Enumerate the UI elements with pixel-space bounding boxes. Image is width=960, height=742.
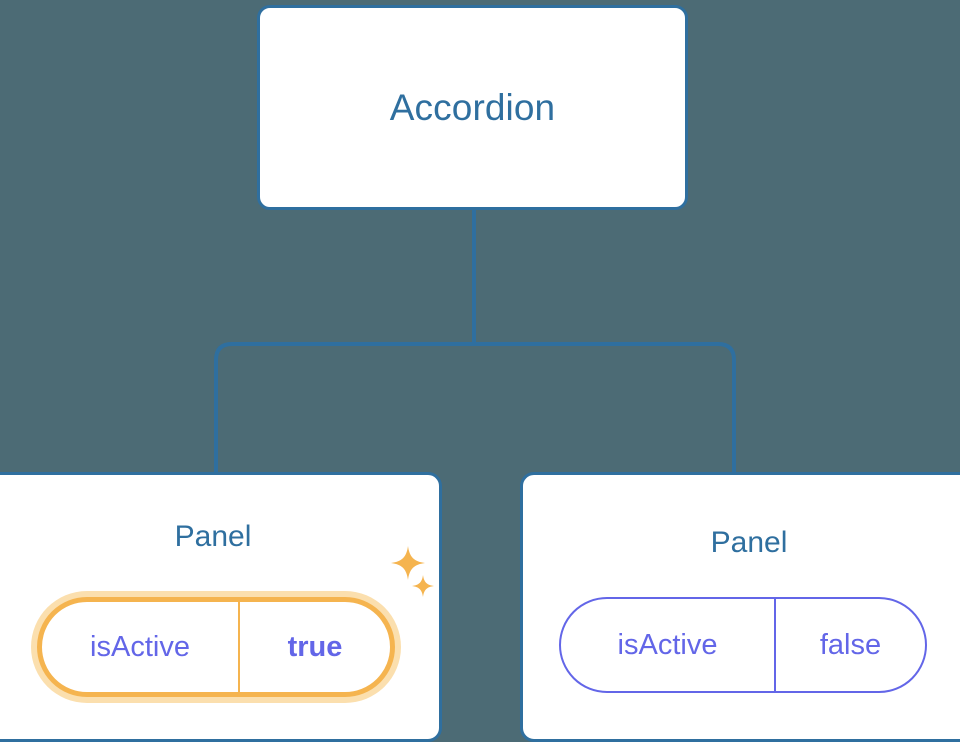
node-accordion[interactable]: Accordion [257,5,688,210]
prop-key: isActive [617,628,718,661]
node-panel-inactive[interactable]: Panel isActive false [520,472,960,742]
node-panel-inactive-body: Panel isActive false [523,475,960,739]
node-panel-active-label: Panel [174,520,252,553]
prop-value: true [238,602,390,692]
prop-pill-isactive-false[interactable]: isActive false [559,597,927,693]
node-panel-active-body: Panel isActive true [0,475,439,739]
prop-value: false [774,599,925,691]
node-panel-inactive-label: Panel [710,526,788,559]
node-panel-active[interactable]: Panel isActive true [0,472,442,742]
prop-pill-isactive-true[interactable]: isActive true [37,597,395,697]
connector-branch-left [214,342,474,472]
prop-key: isActive [90,630,190,663]
node-accordion-label: Accordion [389,87,556,128]
connector-branch-right [474,342,736,472]
